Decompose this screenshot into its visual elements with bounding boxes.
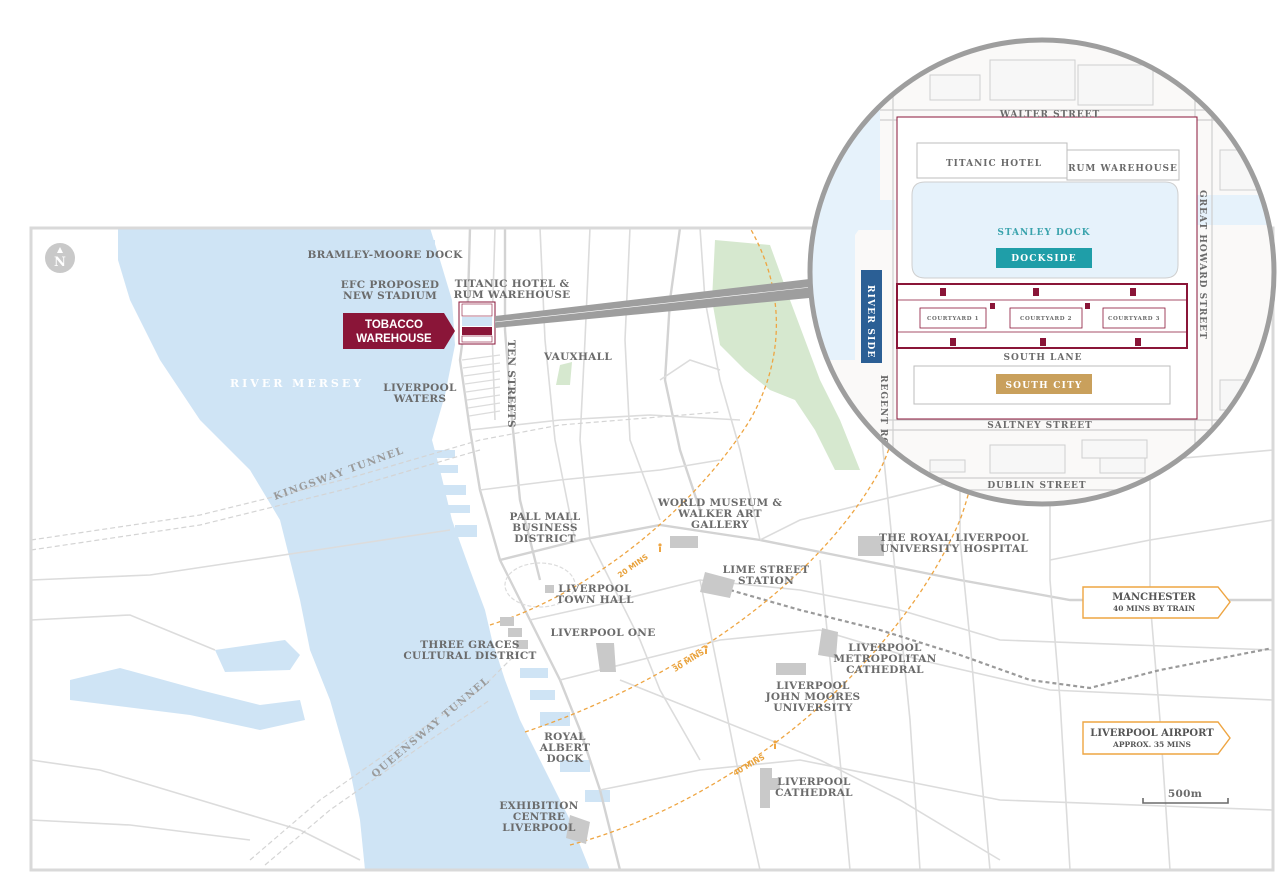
south-lane-label: SOUTH LANE — [1004, 353, 1083, 363]
liverpool-cathedral-label-1: LIVERPOOL — [777, 776, 851, 788]
svg-text:MANCHESTER: MANCHESTER — [1112, 592, 1196, 603]
svg-text:500m: 500m — [1168, 788, 1202, 800]
town-hall-label-1: LIVERPOOL — [558, 583, 632, 595]
metropolitan-cathedral-label-1: LIVERPOOL — [848, 642, 922, 654]
metropolitan-cathedral-label-2: METROPOLITAN — [833, 653, 936, 665]
royal-albert-dock-label-1: ROYAL — [544, 731, 586, 743]
svg-text:40 MINS BY TRAIN: 40 MINS BY TRAIN — [1113, 604, 1195, 613]
liverpool-one-label: LIVERPOOL ONE — [550, 627, 655, 639]
exhibition-centre-label-3: LIVERPOOL — [502, 822, 576, 834]
town-hall-label-2: TOWN HALL — [556, 594, 634, 606]
courtyard-3-label: COURTYARD 3 — [1108, 316, 1160, 322]
efc-stadium-label-1: EFC PROPOSED — [341, 279, 440, 291]
vauxhall-label: VAUXHALL — [543, 351, 612, 363]
north-arrow-icon: N — [45, 243, 75, 273]
pall-mall-label-1: PALL MALL — [510, 511, 581, 523]
river-mersey — [118, 228, 590, 870]
courtyard-1-label: COURTYARD 1 — [927, 316, 979, 322]
exhibition-centre-label-1: EXHIBITION — [499, 800, 578, 812]
three-graces-label-2: CULTURAL DISTRICT — [403, 650, 536, 662]
lime-street-label-1: LIME STREET — [723, 564, 810, 576]
regent-road-label: REGENT RO — [878, 375, 888, 446]
rum-warehouse-zoom-label: RUM WAREHOUSE — [1068, 164, 1178, 174]
destination-airport: LIVERPOOL AIRPORT APPROX. 35 MINS — [1082, 721, 1231, 755]
tobacco-warehouse-tag: TOBACCO WAREHOUSE — [343, 313, 455, 349]
south-city-label: SOUTH CITY — [1005, 381, 1082, 391]
dublin-street-label: DUBLIN STREET — [987, 481, 1086, 491]
world-museum-label-3: GALLERY — [691, 519, 749, 531]
liverpool-cathedral-label-2: CATHEDRAL — [775, 787, 853, 799]
great-howard-street-label: GREAT HOWARD STREET — [1197, 190, 1207, 340]
tobacco-warehouse-label-1: TOBACCO — [365, 319, 423, 331]
john-moores-label-1: LIVERPOOL — [776, 680, 850, 692]
pall-mall-label-2: BUSINESS — [512, 522, 577, 534]
map-frame — [29, 226, 1275, 872]
kingsway-tunnel — [31, 411, 721, 541]
liverpool-waters-label-1: LIVERPOOL — [383, 382, 457, 394]
courtyard-2-label: COURTYARD 2 — [1020, 316, 1072, 322]
ten-streets-grid — [461, 354, 501, 417]
royal-hospital-label-1: THE ROYAL LIVERPOOL — [879, 532, 1029, 544]
titanic-hotel-label-1: TITANIC HOTEL & — [455, 278, 570, 290]
zoom-inset: WALTER STREET TITANIC HOTEL RUM WAREHOUS… — [807, 37, 1277, 507]
royal-albert-dock-label-3: DOCK — [547, 753, 585, 765]
titanic-hotel-label-2: RUM WAREHOUSE — [454, 289, 571, 301]
zoom-inset-border — [807, 37, 1277, 507]
titanic-hotel-zoom-label: TITANIC HOTEL — [946, 159, 1042, 169]
stanley-dock-label: STANLEY DOCK — [997, 228, 1090, 238]
liverpool-waters-label-2: WATERS — [393, 393, 447, 405]
royal-hospital-label-2: UNIVERSITY HOSPITAL — [880, 543, 1028, 555]
svg-text:N: N — [54, 255, 66, 270]
rail-line — [729, 588, 1273, 690]
efc-stadium-label-2: NEW STADIUM — [343, 290, 437, 302]
royal-albert-dock-label-2: ALBERT — [539, 742, 591, 754]
road-network — [31, 228, 1273, 870]
dockside-label: DOCKSIDE — [1011, 254, 1077, 264]
svg-text:LIVERPOOL AIRPORT: LIVERPOOL AIRPORT — [1090, 728, 1214, 739]
ten-streets-label: TEN STREETS — [505, 340, 517, 428]
landmark-buildings — [500, 536, 884, 844]
zoom-callout-beam — [495, 278, 830, 328]
tobacco-warehouse-site — [458, 301, 496, 345]
tobacco-warehouse-label-2: WAREHOUSE — [356, 333, 432, 345]
south-city-badge — [996, 374, 1092, 394]
destination-manchester: MANCHESTER 40 MINS BY TRAIN — [1082, 586, 1231, 619]
birkenhead-docks — [70, 668, 305, 730]
river-mersey-label: RIVER MERSEY — [230, 377, 364, 390]
svg-text:APPROX. 35 MINS: APPROX. 35 MINS — [1112, 740, 1191, 749]
lime-street-label-2: STATION — [738, 575, 794, 587]
exhibition-centre-label-2: CENTRE — [513, 811, 565, 823]
walter-street-label: WALTER STREET — [999, 110, 1100, 120]
metropolitan-cathedral-label-3: CATHEDRAL — [846, 664, 924, 676]
john-moores-label-2: JOHN MOORES — [765, 691, 861, 703]
river-side-label: RIVER SIDE — [865, 285, 875, 359]
bramley-moore-dock-label: BRAMLEY-MOORE DOCK — [308, 249, 464, 261]
three-graces-label-1: THREE GRACES — [420, 639, 520, 651]
dockside-badge — [996, 248, 1092, 268]
walking-person-icon — [658, 543, 777, 749]
north-docks — [395, 240, 610, 802]
world-museum-label-1: WORLD MUSEUM & — [657, 497, 783, 509]
john-moores-label-3: UNIVERSITY — [773, 702, 853, 714]
pall-mall-label-3: DISTRICT — [514, 533, 576, 545]
queensway-tunnel — [249, 649, 521, 861]
world-museum-label-2: WALKER ART — [677, 508, 762, 520]
scale-bar: 500m — [1142, 788, 1229, 804]
saltney-street-label: SALTNEY STREET — [987, 421, 1093, 431]
